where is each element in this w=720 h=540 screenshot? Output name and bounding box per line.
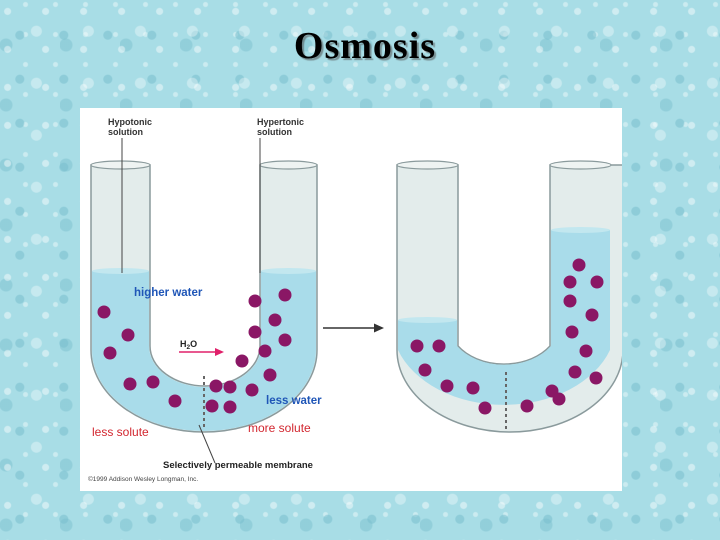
solute-particle	[591, 276, 604, 289]
solute-particle	[566, 326, 579, 339]
solute-particle	[122, 329, 135, 342]
u-tube-before	[91, 161, 317, 432]
solute-particle	[259, 345, 272, 358]
solute-particle	[564, 276, 577, 289]
solute-particle	[264, 369, 277, 382]
solute-particle	[467, 382, 480, 395]
solute-particle	[411, 340, 424, 353]
tube-rim-left	[397, 161, 458, 169]
solute-particle	[586, 309, 599, 322]
osmosis-figure: Hypotonic solution Hypertonic solution h…	[80, 108, 622, 491]
less-solute-label: less solute	[92, 425, 149, 439]
tube-rim-right	[260, 161, 317, 169]
tube-rim-left	[91, 161, 150, 169]
solute-particle	[479, 402, 492, 415]
solute-particle	[279, 334, 292, 347]
water-surface-low	[398, 317, 457, 323]
solute-particle	[419, 364, 432, 377]
u-tube-after	[397, 161, 622, 432]
solute-particle	[441, 380, 454, 393]
water-surface-high	[551, 227, 610, 233]
solute-particle	[249, 326, 262, 339]
slide-title: Osmosis	[0, 24, 720, 68]
solute-particle	[210, 380, 223, 393]
solute-particle	[236, 355, 249, 368]
solute-particle	[553, 393, 566, 406]
solute-particle	[580, 345, 593, 358]
hypertonic-label: Hypertonic	[257, 117, 304, 127]
osmosis-diagram: Hypotonic solution Hypertonic solution h…	[80, 108, 622, 491]
solute-particle	[590, 372, 603, 385]
solute-particle	[124, 378, 137, 391]
solute-particle	[249, 295, 262, 308]
solute-particle	[147, 376, 160, 389]
solute-particle	[169, 395, 182, 408]
solute-particle	[206, 400, 219, 413]
transition-arrow-head	[374, 324, 384, 333]
h2o-arrow-head	[215, 348, 224, 356]
solute-particle	[573, 259, 586, 272]
solute-particle	[224, 401, 237, 414]
water-surface-right-arm	[261, 268, 316, 274]
hypotonic-label-line2: solution	[108, 127, 143, 137]
membrane-label: Selectively permeable membrane	[163, 460, 313, 471]
solute-particle	[279, 289, 292, 302]
tube-rim-right	[550, 161, 611, 169]
solute-particle	[246, 384, 259, 397]
solute-particle	[564, 295, 577, 308]
solute-particle	[521, 400, 534, 413]
hypertonic-label-line2: solution	[257, 127, 292, 137]
solute-particle	[269, 314, 282, 327]
solute-particle	[433, 340, 446, 353]
solute-particle	[569, 366, 582, 379]
copyright-text: ©1999 Addison Wesley Longman, Inc.	[88, 475, 198, 483]
more-solute-label: more solute	[248, 421, 311, 435]
hypotonic-label: Hypotonic	[108, 117, 152, 127]
water-surface-left-arm	[92, 268, 149, 274]
less-water-label: less water	[266, 395, 322, 407]
h2o-label: H2O	[180, 339, 197, 351]
solute-particle	[98, 306, 111, 319]
higher-water-label: higher water	[134, 287, 203, 299]
solute-particle	[104, 347, 117, 360]
solute-particle	[224, 381, 237, 394]
